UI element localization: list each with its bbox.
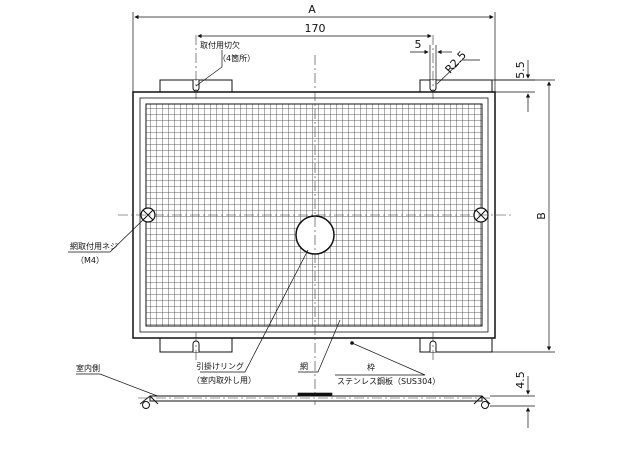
dimension-lines: [132, 12, 555, 428]
notch-label: 取付用切欠: [200, 40, 240, 50]
side-view-ring-bump: [297, 392, 333, 397]
side-view: [138, 392, 491, 409]
notch-qty-label: （4箇所）: [218, 53, 255, 63]
indoor-side-label: 室内側: [76, 363, 100, 373]
dim-side-thickness: 4.5: [514, 371, 527, 389]
mount-screw-label: 網取付用ネジ: [70, 241, 118, 251]
dim-hole-pitch: 170: [305, 22, 326, 35]
mesh-label: 網: [300, 361, 308, 371]
dim-overall-width: A: [308, 3, 316, 16]
bottom-tab-right: [419, 338, 493, 353]
center-lines: [118, 35, 512, 405]
dim-overall-height: B: [535, 212, 548, 220]
mount-screw-size-label: （M4）: [76, 256, 104, 265]
front-view: [118, 35, 512, 405]
dim-slot-radius: R2.5: [443, 49, 469, 76]
side-view-tab-left: [139, 395, 159, 405]
frame-label: 枠: [367, 362, 375, 372]
side-view-plate: [149, 395, 483, 402]
side-view-screw-left: [142, 401, 150, 409]
callout-leaders: [68, 50, 426, 401]
side-view-tab-right: [473, 395, 491, 405]
dim-tab-height: 5.5: [514, 61, 527, 79]
top-tab-right: [419, 79, 493, 92]
pull-ring-note-label: （室内取外し用）: [192, 375, 256, 385]
notch-slots: [192, 80, 437, 352]
side-view-screw-right: [481, 401, 489, 409]
dim-slot-width: 5: [415, 38, 422, 51]
frame-callout-dot: [350, 341, 354, 345]
pull-ring-label: 引掛けリング: [196, 361, 244, 371]
frame-material-label: ステンレス鋼板（SUS304）: [337, 376, 440, 386]
